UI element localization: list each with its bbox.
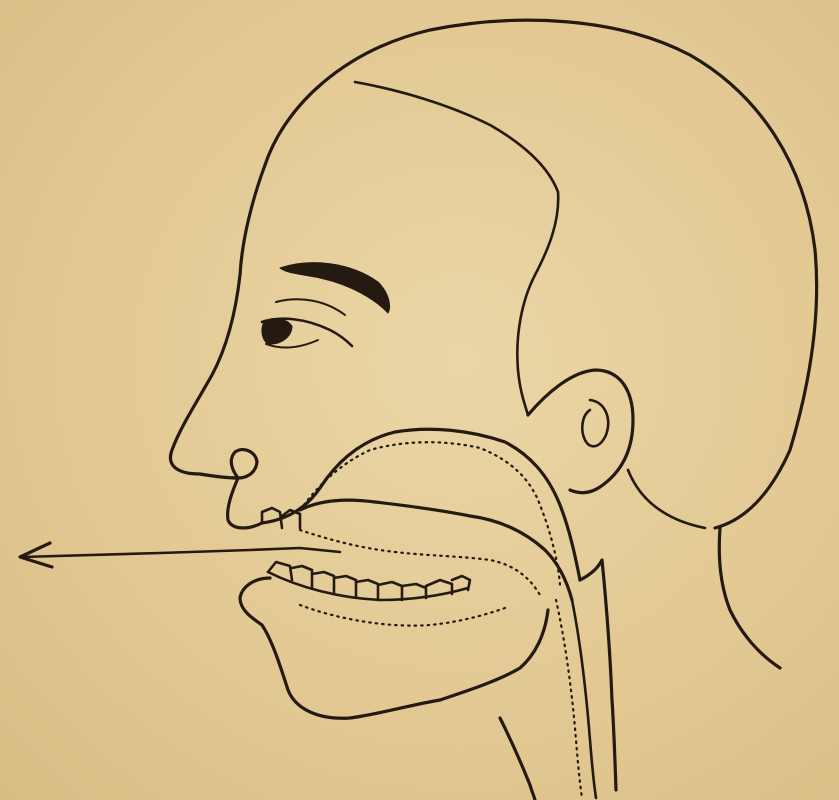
eyebrow — [280, 263, 390, 313]
lower-jaw-dotted-line — [300, 605, 505, 626]
nostril — [231, 450, 257, 478]
pharynx-inner-wall — [572, 600, 596, 798]
tongue-upper-contour — [300, 500, 572, 600]
cranial-section-line — [355, 82, 558, 415]
neck-back — [719, 528, 780, 668]
upper-teeth — [262, 508, 300, 528]
face-profile — [170, 165, 265, 478]
lower-teeth-row — [268, 572, 468, 600]
jaw-to-neck-line — [628, 470, 705, 528]
neck-front — [500, 718, 535, 800]
pharynx-front-wall — [440, 610, 548, 700]
airflow-arrow-shaft — [22, 548, 340, 557]
eye-pupil — [262, 319, 292, 345]
eyelid-crease — [276, 299, 345, 315]
ear-inner-fold — [582, 400, 608, 446]
pharynx-rear-wall — [580, 560, 616, 790]
upper-lip — [228, 478, 262, 528]
